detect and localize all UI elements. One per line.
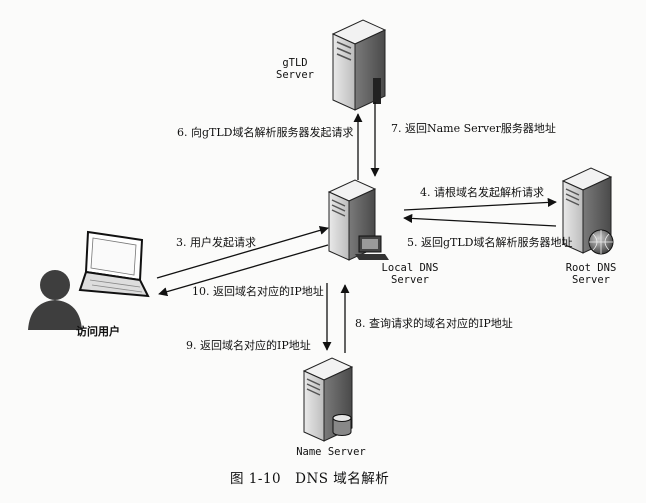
local-dns-server-icon bbox=[327, 179, 389, 261]
arrow-step-10 bbox=[158, 244, 329, 297]
name-server-icon bbox=[302, 357, 354, 442]
user-label: 访问用户 bbox=[76, 325, 120, 338]
arrow-step-3 bbox=[156, 225, 329, 279]
local-dns-server-label: Local DNS Server bbox=[381, 262, 439, 286]
user-with-laptop-icon bbox=[28, 230, 150, 330]
name-server-label: Name Server bbox=[296, 446, 366, 458]
gtld-server-icon bbox=[331, 19, 387, 111]
step-10-label: 10. 返回域名对应的IP地址 bbox=[192, 285, 324, 298]
step-4-label: 4. 请根域名发起解析请求 bbox=[420, 186, 544, 199]
root-dns-server-label: Root DNS Server bbox=[565, 262, 617, 286]
step-3-label: 3. 用户发起请求 bbox=[176, 236, 256, 249]
step-9-label: 9. 返回域名对应的IP地址 bbox=[186, 339, 311, 352]
figure-caption: 图 1-10 DNS 域名解析 bbox=[230, 471, 390, 487]
gtld-server-label: gTLD Server bbox=[276, 57, 314, 81]
step-6-label: 6. 向gTLD域名解析服务器发起请求 bbox=[177, 126, 354, 139]
step-5-label: 5. 返回gTLD域名解析服务器地址 bbox=[407, 236, 573, 249]
flow-arrows bbox=[156, 102, 557, 353]
step-8-label: 8. 查询请求的域名对应的IP地址 bbox=[355, 317, 513, 330]
arrow-step-5 bbox=[403, 213, 557, 227]
arrow-step-4 bbox=[403, 197, 557, 211]
step-7-label: 7. 返回Name Server服务器地址 bbox=[391, 122, 556, 135]
root-dns-server-icon bbox=[561, 167, 614, 255]
